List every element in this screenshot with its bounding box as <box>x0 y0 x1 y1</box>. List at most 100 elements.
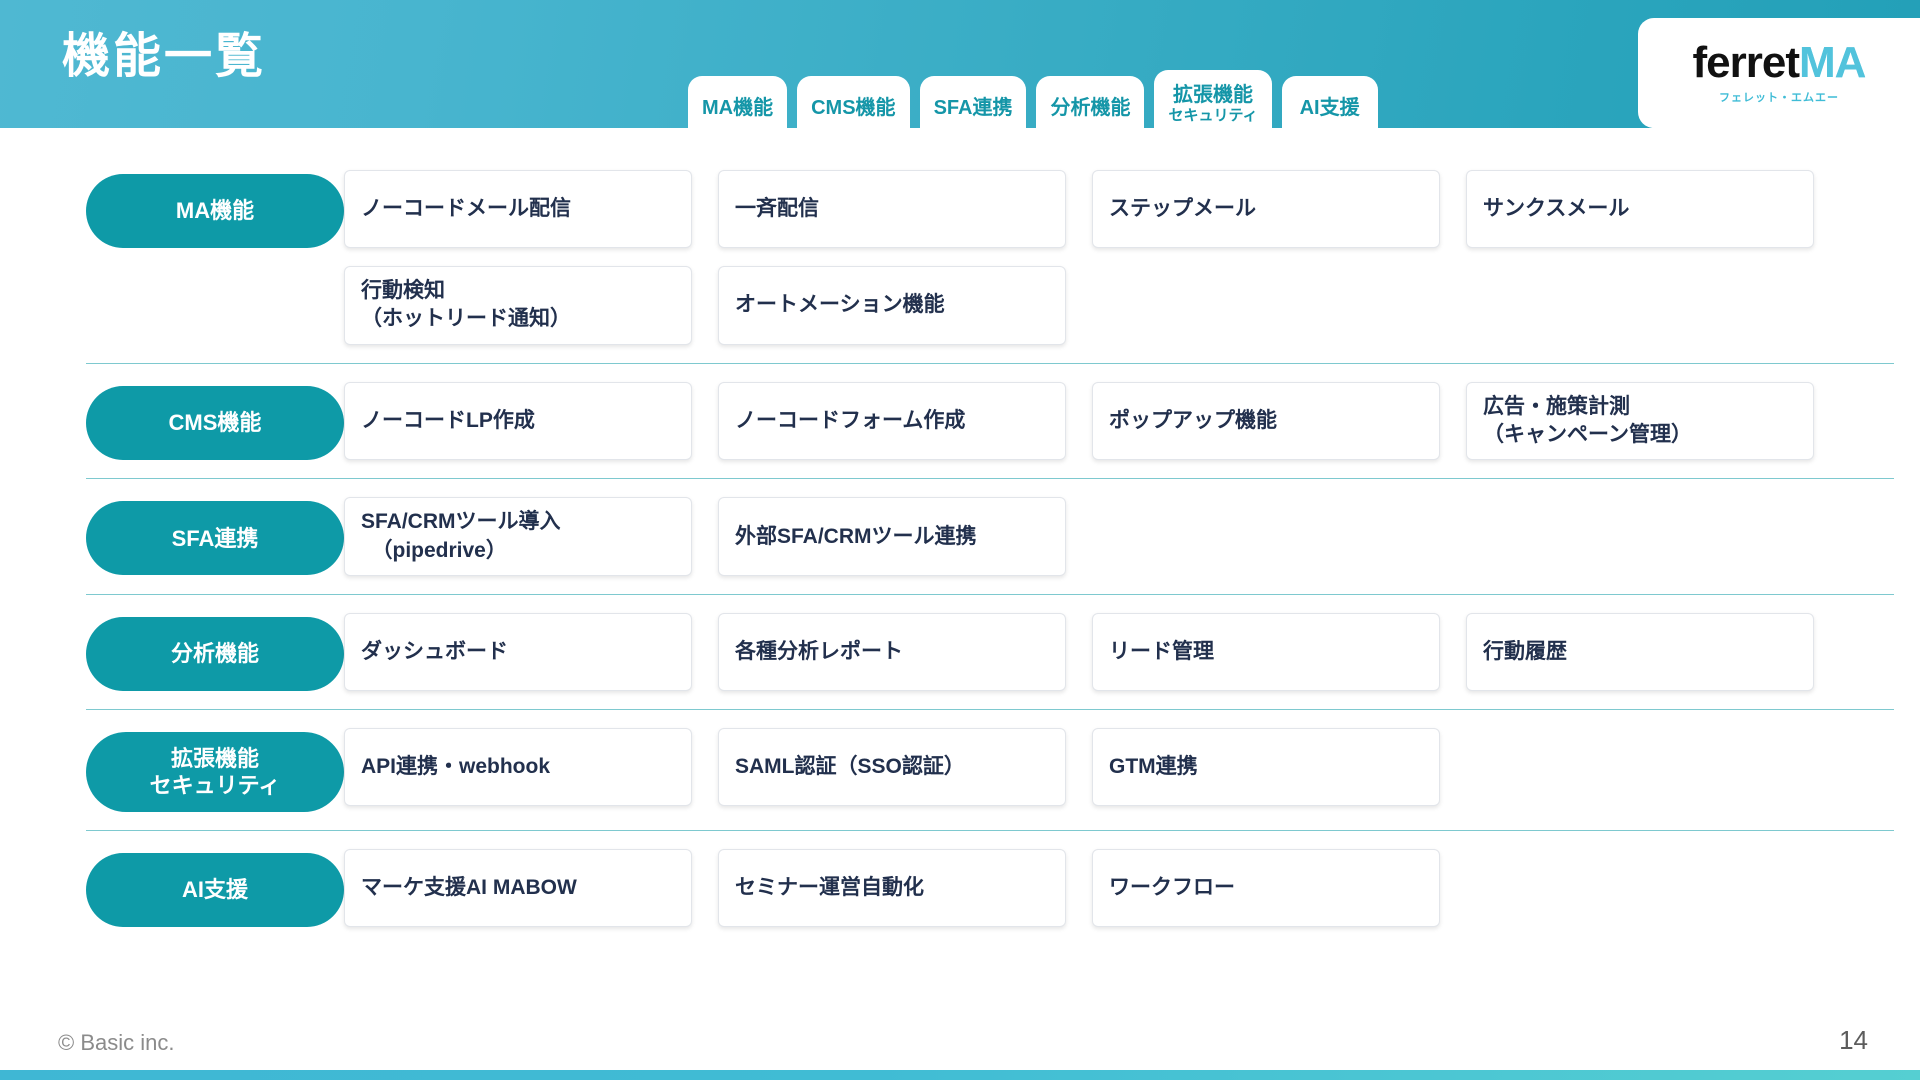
feature-card[interactable]: マーケ支援AI MABOW <box>344 849 692 928</box>
feature-card[interactable]: ステップメール <box>1092 170 1440 248</box>
tab-label: AI支援 <box>1299 97 1360 119</box>
feature-card[interactable]: 行動履歴 <box>1466 613 1814 692</box>
slide-header: 機能一覧 MA機能 CMS機能 SFA連携 分析機能 拡張機能 セキュリティ A… <box>0 0 1920 128</box>
category-pill-ma-kinou[interactable]: MA機能 <box>86 174 344 248</box>
feature-card[interactable]: 外部SFA/CRMツール連携 <box>718 497 1066 577</box>
feature-cards: ダッシュボード 各種分析レポート リード管理 行動履歴 <box>344 613 1894 692</box>
feature-card[interactable]: SFA/CRMツール導入 （pipedrive） <box>344 497 692 577</box>
tab-bunseki-kinou[interactable]: 分析機能 <box>1036 76 1145 128</box>
category-pill-cms-kinou[interactable]: CMS機能 <box>86 385 344 460</box>
feature-card-label: ノーコードLP作成 <box>361 408 535 432</box>
category-row-kakucho-kinou-security: 拡張機能 セキュリティ API連携・webhook SAML認証（SSO認証） … <box>0 728 1920 813</box>
category-pill-ai-shien[interactable]: AI支援 <box>86 853 344 928</box>
feature-card-label: 外部SFA/CRMツール連携 <box>735 524 977 548</box>
feature-card-label: API連携・webhook <box>361 754 551 778</box>
feature-card[interactable]: API連携・webhook <box>344 728 692 807</box>
feature-card-label: SAML認証（SSO認証） <box>735 754 965 778</box>
feature-card[interactable]: サンクスメール <box>1466 170 1814 248</box>
feature-card[interactable]: オートメーション機能 <box>718 266 1066 345</box>
feature-card-line: ノーコードLP作成 ノーコードフォーム作成 ポップアップ機能 広告・施策計測 （… <box>344 381 1894 461</box>
feature-card[interactable]: ノーコードLP作成 <box>344 381 692 461</box>
feature-card[interactable]: 行動検知 （ホットリード通知） <box>344 266 692 345</box>
feature-card[interactable]: ノーコードメール配信 <box>344 170 692 248</box>
tab-ma-kinou[interactable]: MA機能 <box>688 76 788 128</box>
category-pill-bunseki-kinou[interactable]: 分析機能 <box>86 617 344 692</box>
feature-card[interactable]: 広告・施策計測 （キャンペーン管理） <box>1466 381 1814 461</box>
row-divider <box>86 709 1894 711</box>
category-row-ai-shien: AI支援 マーケ支援AI MABOW セミナー運営自動化 ワークフロー <box>0 849 1920 928</box>
feature-card-line: マーケ支援AI MABOW セミナー運営自動化 ワークフロー <box>344 849 1894 928</box>
category-row-cms-kinou: CMS機能 ノーコードLP作成 ノーコードフォーム作成 ポップアップ機能 広告・… <box>0 381 1920 461</box>
footer-page-number: 14 <box>1839 1025 1868 1055</box>
feature-card-line: API連携・webhook SAML認証（SSO認証） GTM連携 <box>344 728 1894 807</box>
row-divider <box>86 362 1894 364</box>
feature-card[interactable]: 一斉配信 <box>718 170 1066 248</box>
brand-logo: ferretMA フェレット・エムエー <box>1638 18 1920 128</box>
category-pill-sfa-renkei[interactable]: SFA連携 <box>86 501 344 576</box>
feature-card-label: ステップメール <box>1109 196 1256 220</box>
logo-accent-text: MA <box>1799 38 1866 87</box>
feature-card-label: SFA/CRMツール導入 （pipedrive） <box>361 510 561 562</box>
feature-card-label: マーケ支援AI MABOW <box>361 875 577 899</box>
feature-cards: SFA/CRMツール導入 （pipedrive） 外部SFA/CRMツール連携 <box>344 497 1894 577</box>
tab-bar: MA機能 CMS機能 SFA連携 分析機能 拡張機能 セキュリティ AI支援 <box>688 68 1378 128</box>
category-pill-col: 分析機能 <box>86 613 344 692</box>
feature-card-label: オートメーション機能 <box>735 293 945 317</box>
tab-sublabel: セキュリティ <box>1168 106 1258 124</box>
feature-card[interactable]: リード管理 <box>1092 613 1440 692</box>
logo-primary-text: ferret <box>1692 38 1800 87</box>
feature-card-label: 広告・施策計測 （キャンペーン管理） <box>1483 394 1692 447</box>
feature-card[interactable]: SAML認証（SSO認証） <box>718 728 1066 807</box>
feature-card-label: 行動履歴 <box>1483 639 1567 663</box>
logo-wordmark: ferretMA <box>1692 38 1867 87</box>
tab-kakucho-kinou-security[interactable]: 拡張機能 セキュリティ <box>1154 70 1272 128</box>
tab-label: MA機能 <box>702 97 774 119</box>
footer-copyright: © Basic inc. <box>58 1030 175 1055</box>
category-row-ma-kinou: MA機能 ノーコードメール配信 一斉配信 ステップメール サンクスメール 行動検… <box>0 170 1920 345</box>
feature-cards: マーケ支援AI MABOW セミナー運営自動化 ワークフロー <box>344 849 1894 928</box>
category-pill-col: AI支援 <box>86 849 344 928</box>
feature-card-label: サンクスメール <box>1483 196 1630 220</box>
feature-card[interactable]: ダッシュボード <box>344 613 692 692</box>
tab-label: CMS機能 <box>811 97 896 119</box>
feature-matrix: MA機能 ノーコードメール配信 一斉配信 ステップメール サンクスメール 行動検… <box>0 128 1920 928</box>
feature-card-label: リード管理 <box>1109 639 1214 663</box>
feature-cards: API連携・webhook SAML認証（SSO認証） GTM連携 <box>344 728 1894 807</box>
category-pill-col: MA機能 <box>86 170 344 248</box>
feature-card[interactable]: セミナー運営自動化 <box>718 849 1066 928</box>
tab-cms-kinou[interactable]: CMS機能 <box>797 76 910 128</box>
feature-card-line: 行動検知 （ホットリード通知） オートメーション機能 <box>344 266 1894 345</box>
category-pill-col: SFA連携 <box>86 497 344 576</box>
category-pill-col: CMS機能 <box>86 382 344 460</box>
tab-sfa-renkei[interactable]: SFA連携 <box>919 76 1027 128</box>
feature-card-label: ノーコードフォーム作成 <box>735 408 966 432</box>
feature-card-label: ノーコードメール配信 <box>361 196 571 220</box>
category-pill-col: 拡張機能 セキュリティ <box>86 728 344 813</box>
feature-card-line: ノーコードメール配信 一斉配信 ステップメール サンクスメール <box>344 170 1894 248</box>
feature-card-label: 一斉配信 <box>735 196 819 220</box>
row-divider <box>86 830 1894 832</box>
feature-card-label: ワークフロー <box>1109 875 1235 899</box>
feature-card-line: ダッシュボード 各種分析レポート リード管理 行動履歴 <box>344 613 1894 692</box>
category-row-bunseki-kinou: 分析機能 ダッシュボード 各種分析レポート リード管理 行動履歴 <box>0 613 1920 692</box>
tab-label: 拡張機能 <box>1173 83 1254 106</box>
feature-card[interactable]: ワークフロー <box>1092 849 1440 928</box>
logo-kana-text: フェレット・エムエー <box>1719 92 1839 104</box>
page-title: 機能一覧 <box>62 30 267 83</box>
category-pill-kakucho-kinou-security[interactable]: 拡張機能 セキュリティ <box>86 732 344 813</box>
feature-card-line: SFA/CRMツール導入 （pipedrive） 外部SFA/CRMツール連携 <box>344 497 1894 577</box>
feature-cards: ノーコードメール配信 一斉配信 ステップメール サンクスメール 行動検知 （ホッ… <box>344 170 1894 345</box>
row-divider <box>86 594 1894 596</box>
footer-accent-bar <box>0 1070 1920 1080</box>
tab-ai-shien[interactable]: AI支援 <box>1281 76 1378 128</box>
tab-label: 分析機能 <box>1050 97 1131 119</box>
feature-card-label: ダッシュボード <box>361 639 508 663</box>
feature-card[interactable]: ポップアップ機能 <box>1092 381 1440 461</box>
feature-card[interactable]: GTM連携 <box>1092 728 1440 807</box>
feature-card-label: GTM連携 <box>1109 754 1198 778</box>
feature-card[interactable]: ノーコードフォーム作成 <box>718 381 1066 461</box>
feature-card-label: 各種分析レポート <box>735 639 903 663</box>
feature-card[interactable]: 各種分析レポート <box>718 613 1066 692</box>
feature-card-label: 行動検知 （ホットリード通知） <box>361 279 571 331</box>
